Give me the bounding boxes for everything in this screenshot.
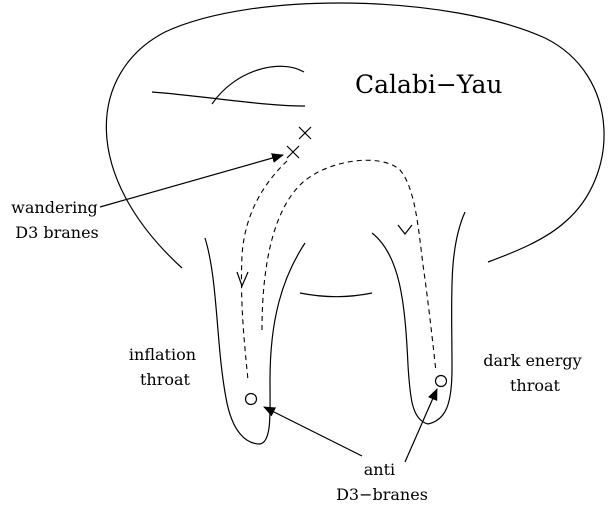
wandering-label: wandering D3 branes bbox=[11, 198, 103, 242]
d3-brane-cross-1 bbox=[299, 127, 311, 139]
manifold-outline bbox=[106, 3, 604, 268]
trajectory-to-inflation-throat bbox=[241, 161, 287, 380]
manifold-handle-upper bbox=[212, 66, 304, 104]
anti-d3-brane-dark-energy bbox=[436, 376, 447, 387]
anti-d3-brane-inflation bbox=[246, 394, 257, 405]
dark-energy-throat-label: dark energy throat bbox=[483, 351, 586, 395]
trajectory-arc bbox=[262, 160, 436, 372]
trajectory-chevron-right bbox=[398, 225, 412, 234]
d3-brane-cross-2 bbox=[287, 146, 299, 158]
dark-energy-throat-left-wall bbox=[372, 233, 428, 424]
anti-arrow-dark-energy bbox=[405, 389, 437, 462]
diagram-title: Calabi−Yau bbox=[355, 70, 502, 99]
dark-energy-throat-right-wall bbox=[428, 212, 465, 424]
inflation-throat-right-wall bbox=[260, 243, 305, 444]
trajectory-chevron-left bbox=[237, 272, 248, 286]
wandering-arrow bbox=[100, 155, 283, 207]
inflation-throat-left-wall bbox=[205, 238, 260, 444]
manifold-handle-lower bbox=[152, 92, 305, 106]
inflation-throat-label: inflation throat bbox=[129, 345, 201, 389]
anti-arrow-inflation bbox=[264, 407, 362, 456]
anti-d3-branes-label: anti D3−branes bbox=[336, 460, 428, 504]
middle-curve bbox=[300, 293, 372, 297]
